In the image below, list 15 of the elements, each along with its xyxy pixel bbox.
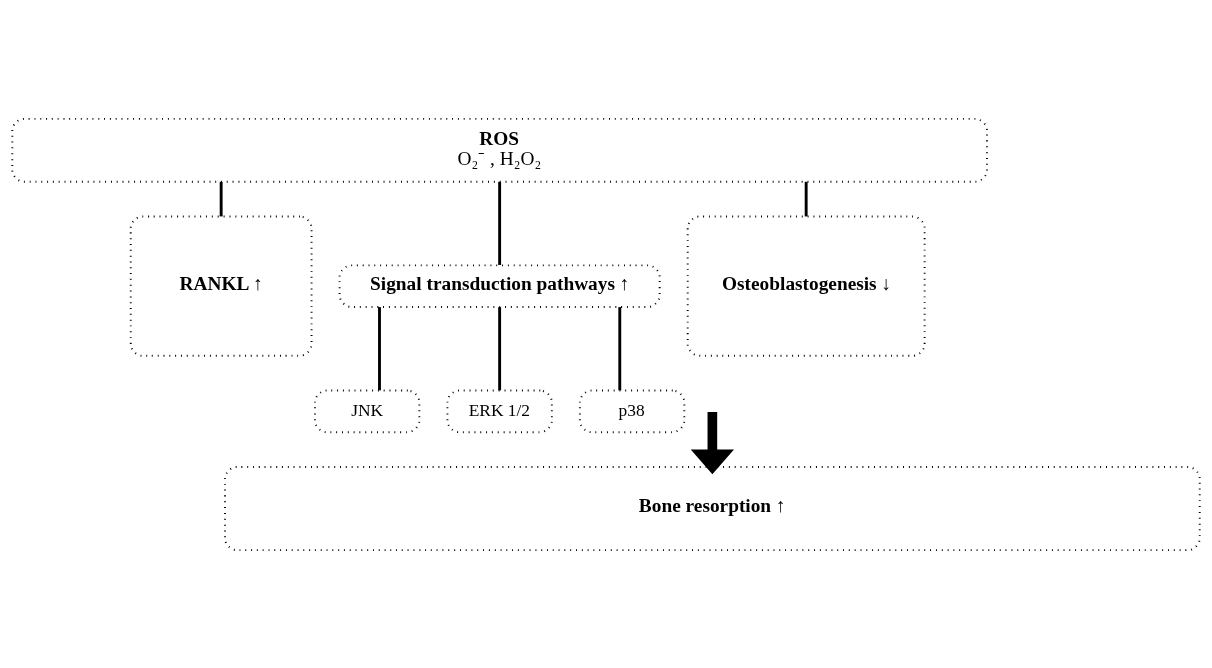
arrow bbox=[690, 411, 735, 474]
node-box: ROS O₂⁻ , H₂O₂ bbox=[11, 117, 988, 183]
connector bbox=[618, 306, 622, 390]
node-box: RANKL ↑ bbox=[129, 215, 313, 357]
connector bbox=[378, 306, 381, 390]
node-box: Osteoblastogenesis ↓ bbox=[686, 215, 926, 357]
connector bbox=[804, 181, 808, 216]
connector bbox=[219, 181, 223, 216]
node-box: p38 bbox=[578, 389, 686, 433]
connector bbox=[498, 306, 502, 390]
node-box: ERK 1/2 bbox=[446, 389, 553, 433]
node-box: JNK bbox=[313, 389, 421, 433]
node-box: Signal transduction pathways ↑ bbox=[338, 263, 661, 308]
node-box: Bone resorption ↑ bbox=[224, 465, 1201, 551]
connector bbox=[498, 181, 502, 265]
